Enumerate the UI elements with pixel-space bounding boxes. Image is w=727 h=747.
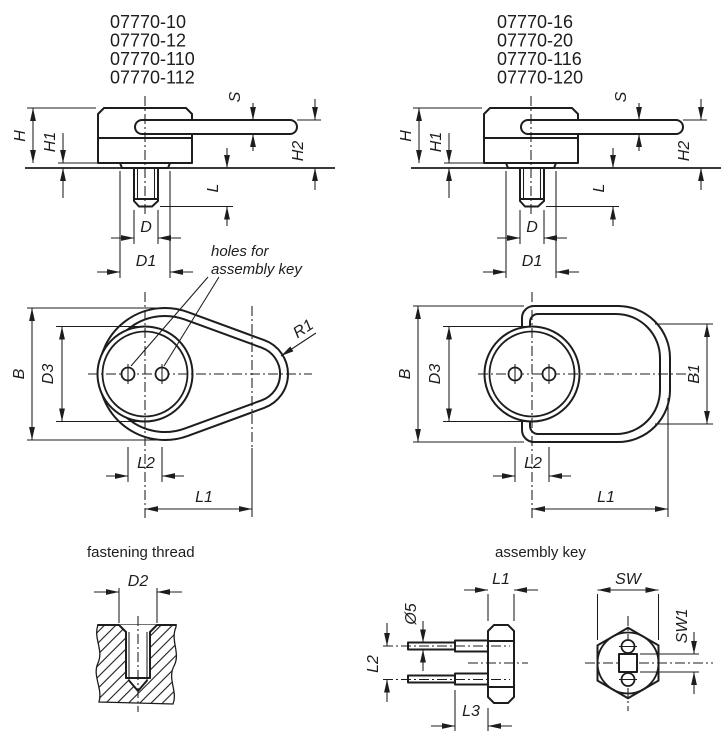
dim-label-r1: R1 bbox=[290, 317, 316, 342]
holes-note-line1: holes for bbox=[211, 243, 270, 260]
dim-label-d2: D2 bbox=[128, 573, 149, 590]
dim-label-d: D bbox=[140, 219, 152, 236]
fastening-thread-detail: fastening thread D2 bbox=[87, 544, 195, 712]
dim-label-d3: D3 bbox=[427, 364, 444, 385]
part-numbers-left: 07770-10 07770-12 07770-110 07770-112 bbox=[110, 12, 195, 88]
top-view-left: B D3 L2 L1 R1 holes for assembly key bbox=[11, 243, 317, 519]
dim-label-d: D bbox=[526, 219, 538, 236]
dim-label-h2: H2 bbox=[290, 141, 307, 162]
dim-label-b1: B1 bbox=[686, 364, 703, 384]
part-number: 07770-112 bbox=[110, 68, 195, 88]
side-view-right: H H1 S H2 L D D1 bbox=[398, 91, 721, 278]
dim-label-l1: L1 bbox=[492, 571, 510, 588]
dim-label-l2: L2 bbox=[524, 455, 542, 472]
part-number: 07770-12 bbox=[110, 31, 186, 51]
dim-label-l2: L2 bbox=[365, 655, 382, 673]
dim-label-h: H bbox=[12, 130, 29, 142]
dim-label-dia5: Ø5 bbox=[403, 603, 420, 625]
dim-label-h2: H2 bbox=[676, 141, 693, 162]
dim-label-s: S bbox=[613, 91, 630, 102]
dim-label-l1: L1 bbox=[195, 489, 213, 506]
dim-label-s: S bbox=[227, 91, 244, 102]
part-numbers-right: 07770-16 07770-20 07770-116 07770-120 bbox=[497, 12, 583, 88]
part-number: 07770-110 bbox=[110, 49, 195, 69]
dim-label-d1: D1 bbox=[136, 253, 156, 270]
holes-note-line2: assembly key bbox=[211, 261, 303, 278]
dim-label-l: L bbox=[205, 184, 222, 193]
note-leader bbox=[130, 276, 209, 367]
note-leader bbox=[163, 276, 220, 367]
dim-label-l1: L1 bbox=[597, 489, 615, 506]
dim-label-l: L bbox=[591, 184, 608, 193]
assembly-key-caption: assembly key bbox=[495, 544, 586, 561]
dim-label-sw1: SW1 bbox=[674, 609, 691, 644]
dim-label-h: H bbox=[398, 130, 415, 142]
assembly-key-side-detail: assembly key L1 Ø5 L2 L3 bbox=[365, 544, 586, 731]
dim-label-d3: D3 bbox=[40, 364, 57, 385]
dim-label-b: B bbox=[397, 368, 414, 379]
dim-label-h1: H1 bbox=[428, 132, 445, 152]
key-square-drive bbox=[618, 653, 638, 673]
side-view-left: H H1 S H2 L D D1 bbox=[12, 91, 335, 278]
key-hex-head-side bbox=[487, 624, 515, 704]
assembly-key-front-detail: SW SW1 bbox=[585, 571, 713, 711]
dim-label-h1: H1 bbox=[42, 132, 59, 152]
part-number: 07770-116 bbox=[497, 49, 582, 69]
part-number: 07770-120 bbox=[497, 68, 583, 88]
dim-label-l2: L2 bbox=[137, 455, 155, 472]
part-number: 07770-10 bbox=[110, 12, 186, 32]
top-view-right: B D3 B1 L2 L1 bbox=[397, 292, 713, 519]
part-number: 07770-16 bbox=[497, 12, 573, 32]
dim-label-d1: D1 bbox=[522, 253, 542, 270]
dim-label-l3: L3 bbox=[462, 703, 480, 720]
dim-label-sw: SW bbox=[615, 571, 643, 588]
fastening-thread-caption: fastening thread bbox=[87, 544, 195, 561]
dim-label-b: B bbox=[11, 368, 28, 379]
part-number: 07770-20 bbox=[497, 31, 573, 51]
